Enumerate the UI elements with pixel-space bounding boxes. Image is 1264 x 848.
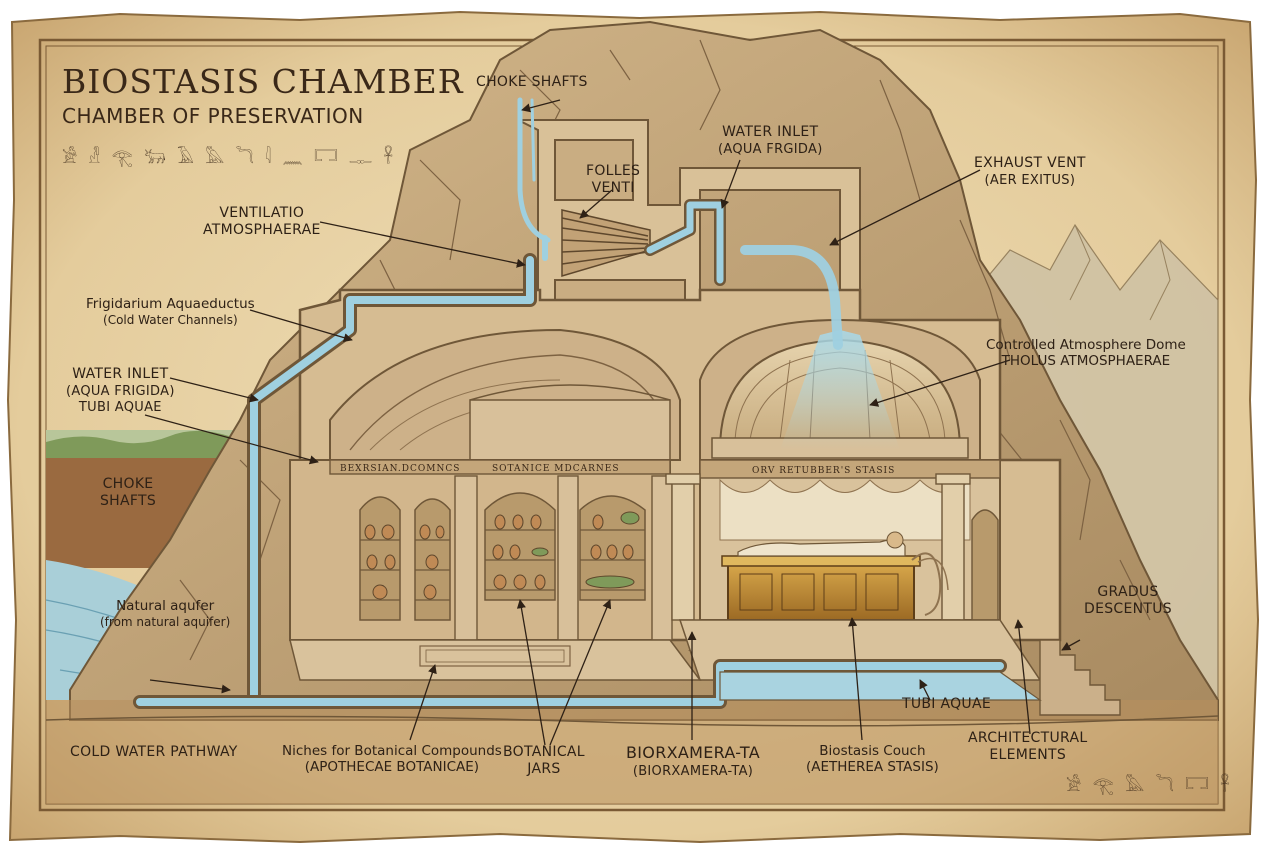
label-biorxamera: BIORXAMERA-TA (BIORXAMERA-TA) (626, 743, 760, 779)
label-architectural-line1: ARCHITECTURAL (968, 730, 1088, 746)
right-chamber (665, 318, 1042, 681)
label-choke-shafts-top-text: CHOKE SHAFTS (476, 74, 588, 90)
water-fall-to-dome (740, 245, 843, 350)
label-niches-line1: Niches for Botanical Compounds (282, 743, 502, 759)
label-water-inlet-left-line1: WATER INLET (72, 366, 169, 382)
label-exhaust-vent-line1: EXHAUST VENT (974, 155, 1086, 171)
label-choke-shafts-left: CHOKE SHAFTS (100, 476, 156, 509)
label-water-inlet-left-line2: (AQUA FRIGIDA) (66, 383, 175, 399)
label-choke-shafts-top: CHOKE SHAFTS (476, 74, 588, 91)
label-natural-aquifer-line2: (from natural aquifer) (100, 614, 231, 629)
label-cold-water-pathway: COLD WATER PATHWAY (70, 744, 238, 761)
label-ventilatio-line1: VENTILATIO (219, 205, 305, 221)
label-biorxamera-line1: BIORXAMERA-TA (626, 743, 760, 762)
label-frigidarium-line1: Frigidarium Aquaeductus (86, 296, 255, 312)
label-folles-venti: FOLLES VENTI (586, 163, 640, 196)
label-water-inlet-left-line3: TUBI AQUAE (78, 400, 162, 416)
label-niches: Niches for Botanical Compounds (APOTHECA… (282, 743, 502, 776)
dome-frieze-text: ORV RETUBBER'S STASIS (752, 466, 895, 476)
label-ventilatio: VENTILATIO ATMOSPHAERAE (203, 205, 321, 238)
label-tubi-aquae-right: TUBI AQUAE (902, 696, 991, 713)
left-vault (329, 328, 681, 461)
label-botanical-jars-line1: BOTANICAL (503, 744, 585, 760)
label-botanical-jars: BOTANICAL JARS (503, 744, 585, 777)
choke-shaft-arrow-flow (517, 97, 551, 243)
label-biorxamera-line2: (BIORXAMERA-TA) (632, 763, 754, 779)
label-exhaust-vent: EXHAUST VENT (AER EXITUS) (974, 155, 1086, 188)
left-frieze-text: BEXRSIAN.DCOMNCS (340, 464, 460, 474)
label-tubi-aquae-right-text: TUBI AQUAE (902, 696, 992, 712)
label-biostasis-couch-line2: (AETHEREA STASIS) (806, 758, 939, 775)
label-gradus-line2: DESCENTUS (1084, 600, 1172, 617)
label-architectural-line2: ELEMENTS (989, 746, 1067, 763)
label-choke-shafts-left-line2: SHAFTS (100, 492, 157, 509)
label-controlled-dome: Controlled Atmosphere Dome THOLUS ATMOSP… (986, 337, 1186, 370)
water-channels (133, 97, 1007, 709)
leader-lines (144, 99, 1081, 746)
label-folles-venti-line2: VENTI (591, 179, 635, 196)
label-water-inlet-top-line2: (AQUA FRGIDA) (718, 141, 823, 157)
label-water-inlet-top-line1: WATER INLET (722, 124, 819, 140)
label-natural-aquifer-line1: Natural aqufer (116, 598, 215, 614)
middle-frieze-text: SOTANICE MDCARNES (492, 464, 620, 474)
label-cold-water-pathway-text: COLD WATER PATHWAY (70, 744, 238, 760)
label-frigidarium: Frigidarium Aquaeductus (Cold Water Chan… (86, 296, 255, 327)
label-water-inlet-top: WATER INLET (AQUA FRGIDA) (718, 124, 823, 157)
label-biostasis-couch: Biostasis Couch (AETHEREA STASIS) (806, 743, 939, 776)
label-gradus-line1: GRADUS (1097, 584, 1159, 600)
label-controlled-dome-line1: Controlled Atmosphere Dome (986, 337, 1186, 353)
hieroglyph-corner: 𓀀 𓂀 𓅓 𓆓 𓉐 𓋹 (1066, 776, 1233, 796)
botanical-jars (364, 511, 640, 600)
label-niches-line2: (APOTHECAE BOTANICAE) (304, 758, 480, 775)
water-basin (719, 671, 1042, 701)
label-gradus: GRADUS DESCENTUS (1084, 584, 1172, 617)
label-natural-aquifer: Natural aqufer (from natural aquifer) (100, 598, 231, 629)
label-frigidarium-line2: (Cold Water Channels) (103, 312, 238, 327)
descending-stairs (1039, 639, 1121, 716)
label-botanical-jars-line2: JARS (527, 760, 561, 777)
label-biostasis-couch-line1: Biostasis Couch (819, 743, 926, 759)
hieroglyph-row: 𓀀 𓁐 𓂀 𓃒 𓄿 𓅓 𓆓 𓇋 𓈖 𓉐 𓊃 𓋹 (62, 148, 396, 168)
label-water-inlet-left: WATER INLET (AQUA FRIGIDA) TUBI AQUAE (66, 366, 175, 416)
label-folles-venti-line1: FOLLES (586, 163, 641, 179)
label-exhaust-vent-line2: (AER EXITUS) (984, 172, 1076, 188)
label-controlled-dome-line2: THOLUS ATMOSPHAERAE (1001, 352, 1171, 369)
left-chamber (289, 459, 702, 681)
page-title: BIOSTASIS CHAMBER (62, 62, 464, 101)
label-choke-shafts-left-line1: CHOKE (102, 476, 154, 492)
page-subtitle: CHAMBER OF PRESERVATION (62, 104, 364, 128)
label-architectural: ARCHITECTURAL ELEMENTS (968, 730, 1087, 763)
label-ventilatio-line2: ATMOSPHAERAE (203, 221, 321, 238)
